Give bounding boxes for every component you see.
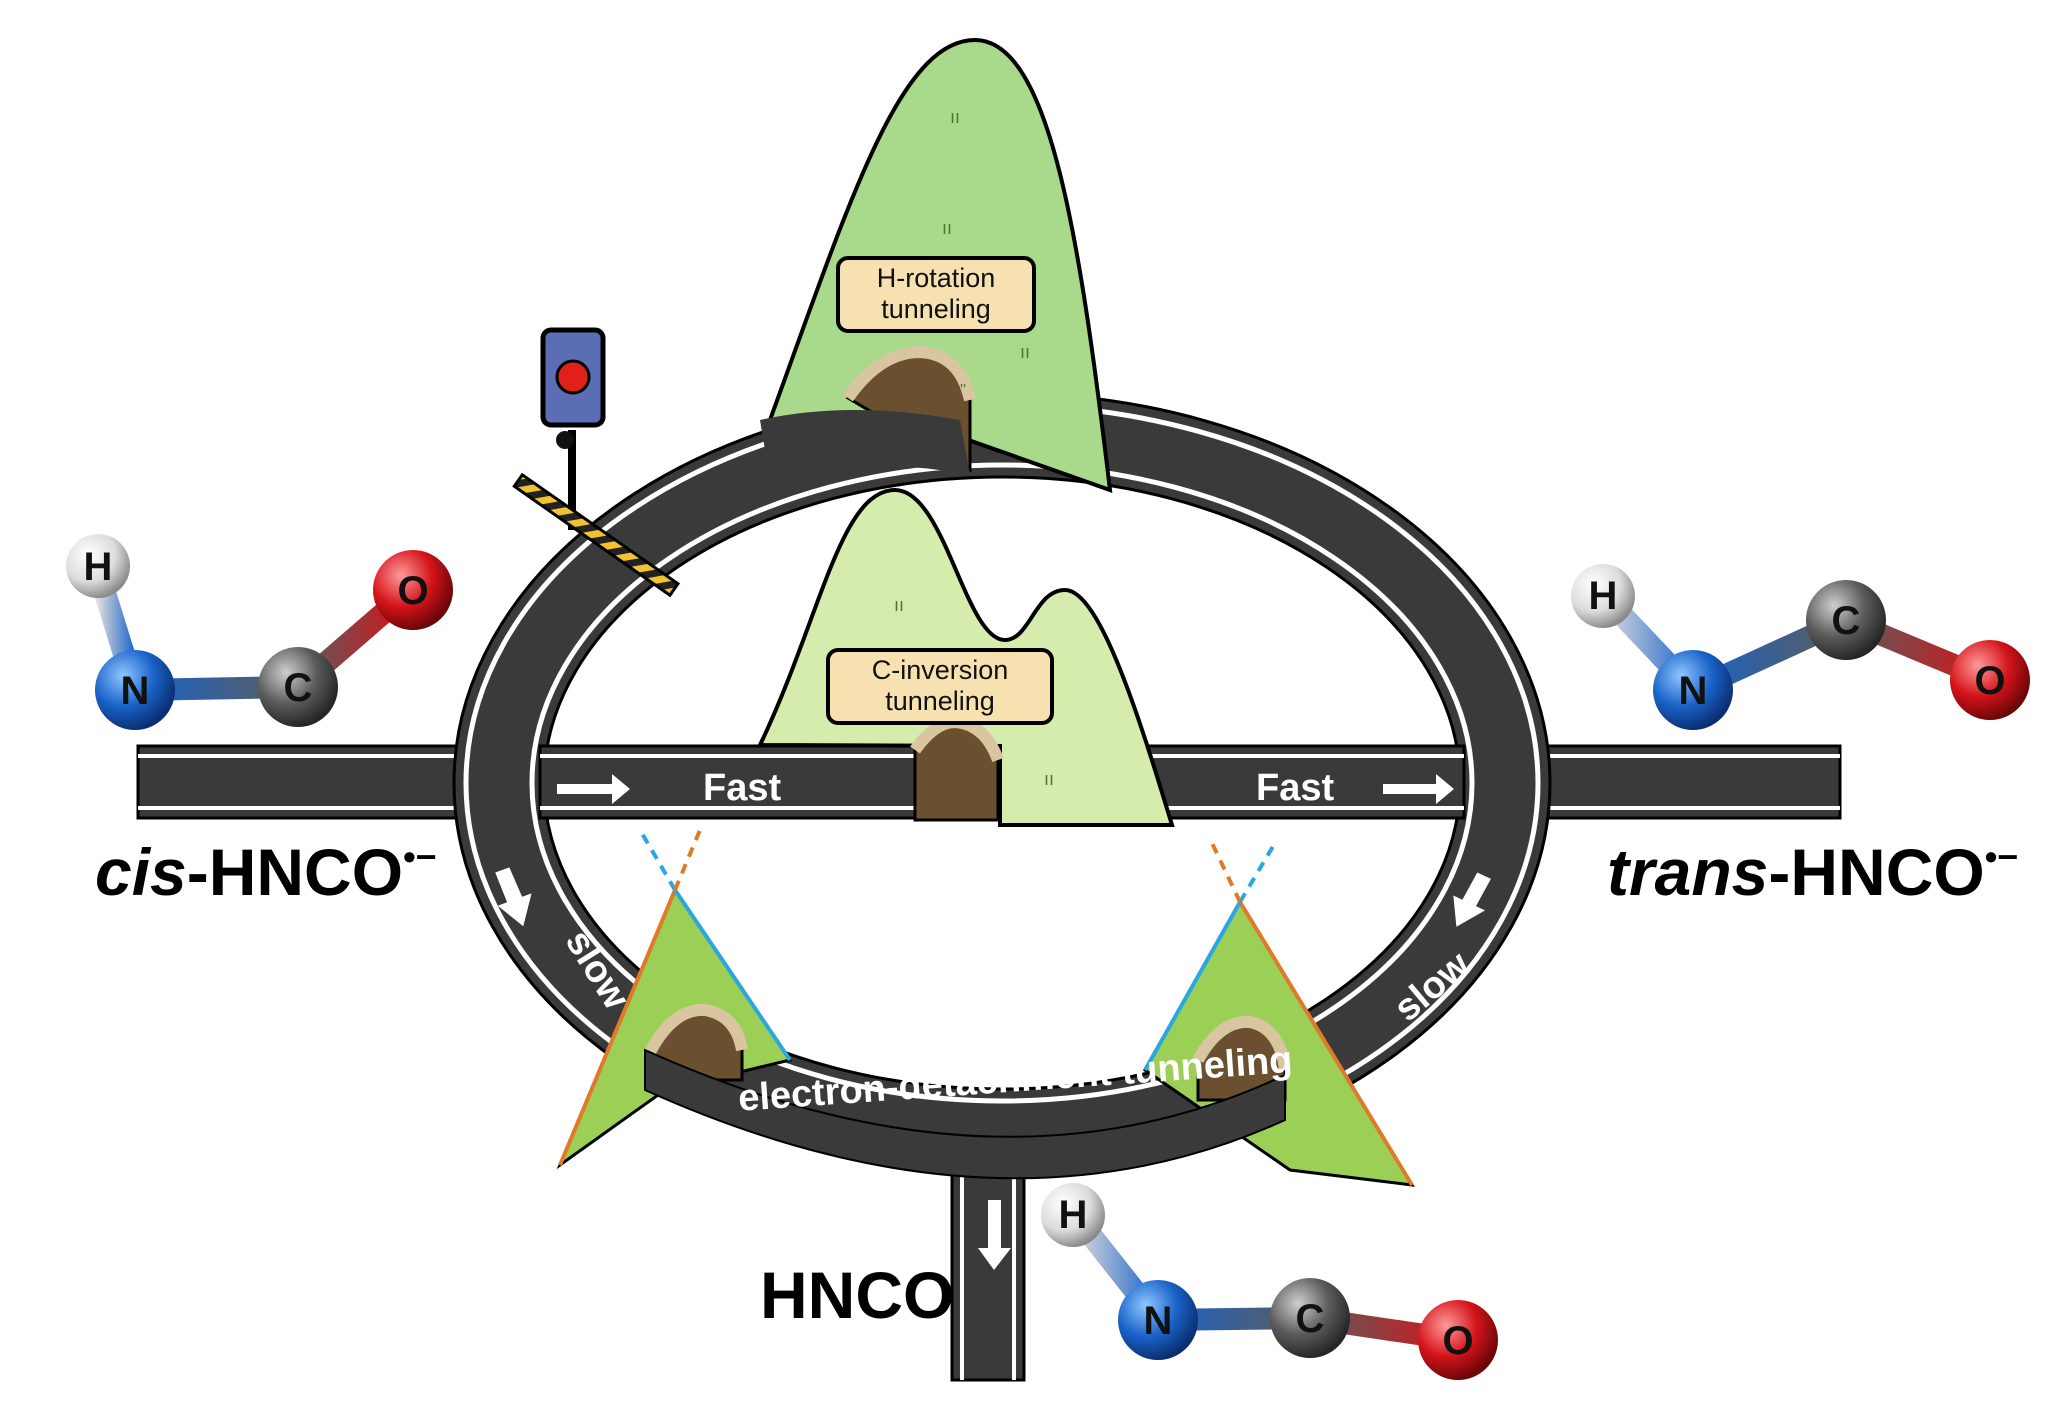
hydrogen-atom [1571,564,1635,628]
svg-text:N: N [121,669,150,713]
carbon-atom [258,647,338,727]
svg-text:ıı: ıı [942,218,952,238]
nitrogen-atom [1118,1280,1198,1360]
svg-text:O: O [1442,1319,1473,1363]
carbon-atom [1270,1278,1350,1358]
electron-detachment-road [644,1048,1286,1180]
road-arrows [495,774,1491,1270]
svg-text:H: H [84,545,113,589]
signal-light [555,359,591,395]
oxygen-atom [1950,640,2030,720]
svg-text:ıı: ıı [950,107,960,127]
barrier-arm [512,472,681,598]
c-inversion-label-line2: tunneling [885,686,995,716]
cis-hnco-label: cis-HNCO•− [95,835,437,909]
traffic-signal [512,327,681,598]
c-inversion-label-line1: C-inversion [872,655,1009,685]
carbon-atom [1806,580,1886,660]
svg-text:N: N [1679,669,1708,713]
svg-text:O: O [397,569,428,613]
svg-text:H: H [1059,1193,1088,1237]
svg-text:H: H [1589,574,1618,618]
hydrogen-atom [66,534,130,598]
svg-text:ıı: ıı [1044,769,1054,789]
oxygen-atom [1418,1300,1498,1380]
hnco-neutral-molecule: H N C O [1041,1183,1498,1380]
svg-text:C: C [1296,1297,1325,1341]
fast-label-left: Fast [703,767,781,809]
h-rotation-hill: '' ıı ıı ıı [760,37,1113,493]
fast-label-right: Fast [1256,767,1334,809]
oxygen-atom [373,550,453,630]
h-rotation-label-line2: tunneling [881,294,991,324]
svg-text:C: C [284,666,313,710]
cis-hnco-molecule: H N C O [66,534,453,730]
svg-text:ıı: ıı [1020,342,1030,362]
h-rotation-label-box: H-rotation tunneling [836,256,1036,333]
hydrogen-atom [1041,1183,1105,1247]
nitrogen-atom [95,650,175,730]
svg-text:N: N [1144,1299,1173,1343]
trans-hnco-molecule: H N C O [1571,564,2030,730]
nitrogen-atom [1653,650,1733,730]
trans-hnco-label: trans-HNCO•− [1607,835,2018,909]
h-rotation-label-line1: H-rotation [877,263,996,293]
svg-text:O: O [1974,659,2005,703]
c-inversion-label-box: C-inversion tunneling [826,648,1054,725]
svg-text:C: C [1832,599,1861,643]
hnco-product-label: HNCO [760,1258,954,1332]
svg-text:'': '' [960,382,966,399]
svg-text:ıı: ıı [894,595,904,615]
